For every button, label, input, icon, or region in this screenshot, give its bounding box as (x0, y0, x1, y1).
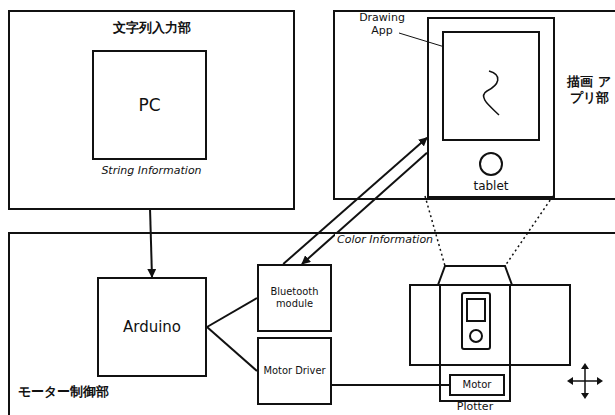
connector (332, 384, 449, 386)
part-label: Plotter (435, 401, 515, 414)
motor-box: Motor (449, 374, 505, 396)
callout-label: Drawing App (352, 12, 412, 37)
node-text: PC (134, 95, 164, 115)
node-text: tablet (429, 179, 553, 193)
node-text: Bluetooth module (259, 286, 330, 310)
node-text: 描画 アプリ部 (563, 74, 615, 105)
section-box: 文字列入力部 PC (8, 10, 295, 210)
node-text: モーター制御部 (18, 384, 168, 400)
section-box: モーター制御部 Arduino Bluetooth moduleMotor Driv… (8, 232, 615, 415)
tablet-screen (429, 19, 553, 196)
edge-label: Color Information (335, 234, 435, 247)
bluetooth-box: Bluetooth module (257, 264, 332, 332)
node-text: Arduino (119, 318, 185, 336)
tablet-device: tablet (427, 17, 555, 198)
pc-box: PC (92, 50, 207, 160)
connector (150, 210, 152, 277)
connector (207, 327, 257, 371)
section-box: 描画 アプリ部 tablet (333, 10, 615, 200)
node-text: Motor Driver (259, 365, 329, 377)
connector (302, 153, 427, 264)
connector (207, 298, 257, 327)
driver-box: Motor Driver (257, 337, 332, 405)
signal-label: String Information (60, 165, 243, 178)
arduino-box: Arduino (97, 277, 207, 377)
node-text: Motor (459, 379, 496, 391)
node-text: 文字列入力部 (10, 20, 293, 36)
